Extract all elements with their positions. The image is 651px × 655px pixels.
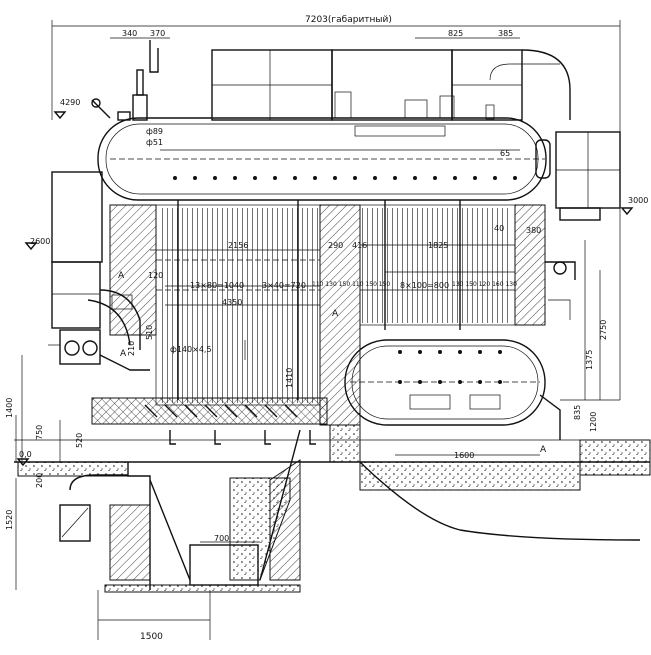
dim-290: 290	[328, 241, 344, 250]
right-equipment	[539, 131, 621, 440]
tube-hole-rows	[173, 176, 517, 384]
drum-fittings	[91, 40, 495, 121]
dim-1400: 1400	[5, 397, 14, 418]
left-casing	[51, 171, 103, 329]
furnace-tubes	[156, 200, 515, 403]
elev-2600: 2600	[30, 237, 51, 246]
dim-40: 40	[494, 224, 505, 233]
furnace-walls	[109, 204, 546, 426]
dim-340: 340	[122, 29, 138, 38]
dim-8x100: 8×100=800	[400, 281, 450, 290]
overall-width-label: 7203(габаритный)	[305, 15, 392, 25]
upper-drum	[97, 117, 551, 201]
dim-1825: 1825	[428, 241, 449, 250]
dim-1200: 1200	[589, 411, 598, 432]
furnace-grate	[91, 397, 328, 445]
burner-assembly	[48, 289, 150, 371]
dim-120: 120	[148, 271, 164, 280]
dim-510: 510	[145, 324, 154, 340]
dimension-lines	[15, 215, 621, 640]
dim-d89: ф89	[146, 127, 164, 136]
dim-385: 385	[498, 29, 514, 38]
dim-750: 750	[35, 424, 44, 440]
dim-200: 200	[35, 472, 44, 488]
elev-3000: 3000	[628, 196, 649, 205]
dim-1410: 1410	[285, 367, 294, 388]
dim-d140: ф140×4,5	[170, 345, 212, 354]
section-mark-a-3: A	[332, 309, 339, 319]
dim-370: 370	[150, 29, 166, 38]
dim-3x40: 3×40=720	[262, 281, 306, 290]
dim-210: 210	[127, 340, 136, 356]
dim-2156: 2156	[228, 241, 249, 250]
dim-row-left: 110 130 150 110 150 150	[312, 281, 391, 288]
dim-1500: 1500	[140, 632, 163, 642]
foundation	[14, 424, 651, 593]
dim-row-right: 130 150 120 160 130	[452, 281, 517, 288]
elevation-markers	[16, 111, 634, 467]
upper-casing	[211, 49, 571, 121]
dim-1600: 1600	[454, 451, 475, 460]
dim-416: 416	[352, 241, 368, 250]
dim-2750: 2750	[599, 319, 608, 340]
dim-13x80: 13×80=1040	[190, 281, 245, 290]
section-mark-a-2: A	[120, 349, 127, 359]
section-mark-a-4: A	[540, 445, 547, 455]
lower-drum	[344, 339, 546, 426]
dim-65: 65	[500, 149, 511, 158]
dim-4350: 4350	[222, 298, 243, 307]
dim-700: 700	[214, 534, 230, 543]
elev-00: 0,0	[19, 450, 32, 459]
elev-4290: 4290	[60, 98, 81, 107]
dim-825: 825	[448, 29, 464, 38]
dim-1375: 1375	[585, 349, 594, 370]
dim-1520: 1520	[5, 509, 14, 530]
dim-d51: ф51	[146, 138, 164, 147]
dim-520: 520	[75, 432, 84, 448]
dim-835: 835	[573, 404, 582, 420]
dim-380: 380	[526, 226, 542, 235]
overall-dimension	[51, 20, 621, 215]
section-mark-a-1: A	[118, 271, 125, 281]
